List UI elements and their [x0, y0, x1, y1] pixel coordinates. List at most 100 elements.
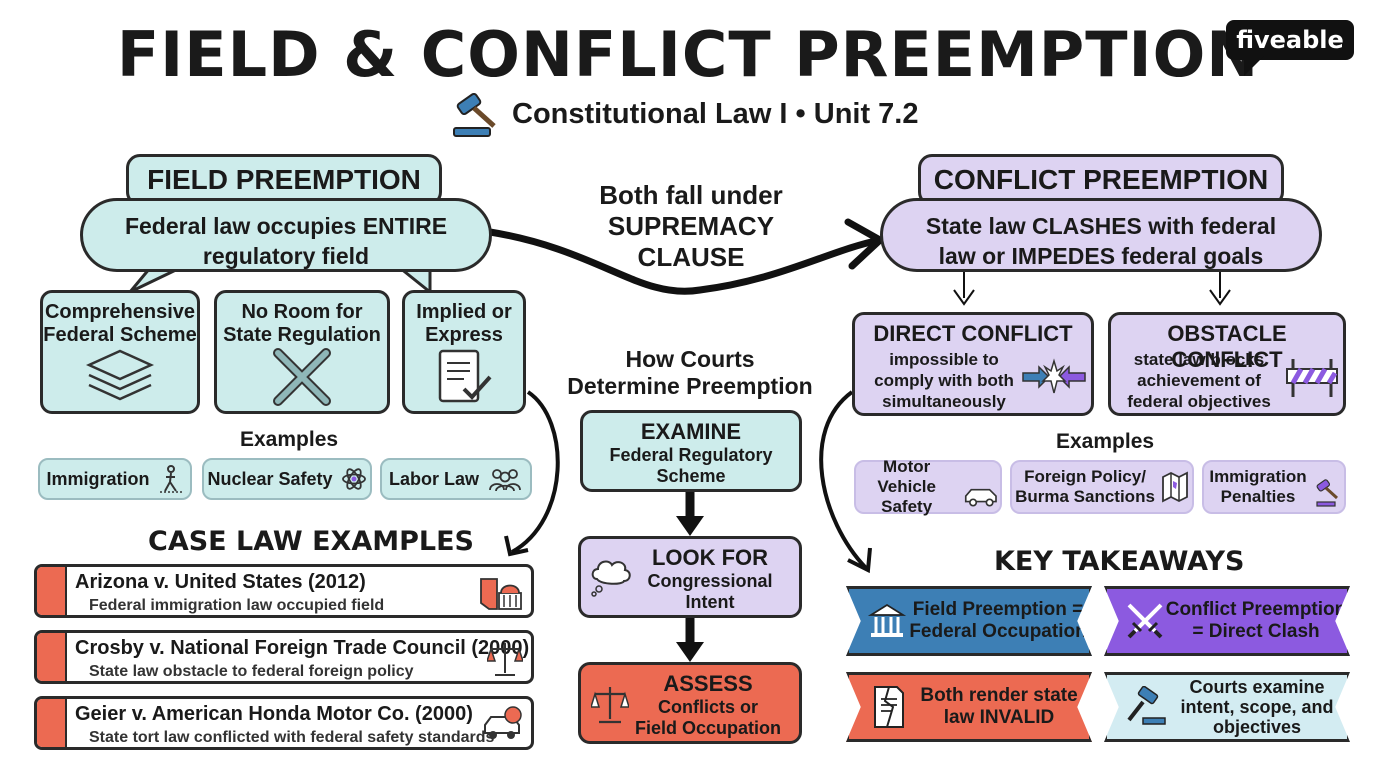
- takeaway-line: Conflict Preemption: [1165, 599, 1347, 620]
- example-chip-label: Penalties: [1220, 487, 1296, 506]
- takeaway-courts-examine: Courts examine intent, scope, and object…: [1104, 672, 1350, 742]
- field-box-label: Implied or: [416, 301, 512, 323]
- takeaway-line: intent, scope, and: [1180, 697, 1334, 717]
- example-chip-label: Immigration: [46, 468, 150, 489]
- example-chip-immigration: Immigration: [38, 458, 192, 500]
- takeaway-invalid: Both render state law INVALID: [846, 672, 1092, 742]
- direct-conflict-line: simultaneously: [882, 392, 1006, 411]
- page-subtitle: Constitutional Law I • Unit 7.2: [512, 98, 919, 130]
- courts-heading-line: How Courts: [625, 346, 755, 372]
- step-head: ASSESS: [663, 671, 753, 696]
- field-box-label: No Room for: [241, 301, 363, 323]
- invalid-document-icon: [874, 686, 904, 728]
- document-check-icon: [438, 349, 492, 403]
- people-group-icon: [489, 469, 521, 492]
- case-card-arizona: Arizona v. United States (2012) Federal …: [34, 564, 534, 618]
- thought-cloud-icon: [591, 560, 631, 597]
- example-chip-label: Safety: [881, 497, 933, 516]
- step-examine: EXAMINE Federal Regulatory Scheme: [580, 410, 802, 492]
- clash-arrows-icon: [1022, 358, 1086, 394]
- example-chip-label: Motor Vehicle: [877, 457, 936, 496]
- swords-icon: [1127, 603, 1163, 639]
- case-title: Arizona v. United States (2012): [75, 571, 366, 593]
- example-chip-label: Burma Sanctions: [1015, 487, 1155, 506]
- supremacy-line: Both fall under: [599, 180, 783, 210]
- obstacle-conflict-box: OBSTACLE CONFLICT state law blocks achie…: [1108, 312, 1346, 416]
- example-chip-labor-law: Labor Law: [380, 458, 532, 500]
- field-box-label: Comprehensive: [44, 301, 196, 323]
- example-chip-label: Immigration: [1209, 467, 1307, 486]
- car-icon: [484, 706, 522, 739]
- key-takeaways-header: KEY TAKEAWAYS: [994, 546, 1245, 577]
- field-examples-label: Examples: [240, 428, 339, 451]
- example-chip-nuclear-safety: Nuclear Safety: [202, 458, 372, 500]
- example-chip-motor-vehicle: Motor Vehicle Safety: [854, 457, 1002, 516]
- takeaway-line: objectives: [1212, 717, 1302, 737]
- gavel-icon: [1127, 686, 1166, 725]
- case-description: Federal immigration law occupied field: [89, 597, 385, 614]
- brand-logo-tail: [1244, 56, 1264, 76]
- step-line: Intent: [685, 592, 735, 612]
- case-card-geier: Geier v. American Honda Motor Co. (2000)…: [34, 696, 534, 750]
- field-definition-cloud: Federal law occupies ENTIRE regulatory f…: [80, 198, 492, 272]
- direct-conflict-line: impossible to: [889, 350, 999, 369]
- case-accent-bar: [37, 633, 67, 681]
- gavel-icon: [453, 92, 496, 137]
- takeaway-line: Federal Occupation: [909, 621, 1087, 642]
- conflict-definition-line1: State law CLASHES with federal: [925, 213, 1277, 239]
- case-description: State law obstacle to federal foreign po…: [89, 663, 414, 680]
- step-line: Scheme: [656, 466, 726, 486]
- step-head: LOOK FOR: [651, 545, 769, 570]
- conflict-definition-cloud: State law CLASHES with federal law or IM…: [880, 198, 1322, 272]
- case-card-crosby: Crosby v. National Foreign Trade Council…: [34, 630, 534, 684]
- case-description: State tort law conflicted with federal s…: [89, 729, 495, 746]
- barrier-icon: [1286, 359, 1338, 397]
- example-chip-foreign-policy: Foreign Policy/ Burma Sanctions: [1010, 460, 1194, 514]
- takeaway-line: = Direct Clash: [1192, 621, 1320, 642]
- car-icon: [965, 488, 998, 507]
- map-icon: [1162, 471, 1188, 503]
- step-line: Congressional: [647, 571, 773, 591]
- example-chip-label: Nuclear Safety: [207, 468, 333, 489]
- gavel-icon: [1316, 479, 1338, 507]
- atom-icon: [341, 468, 366, 490]
- supremacy-line: SUPREMACY: [607, 211, 775, 241]
- direct-conflict-line: comply with both: [874, 371, 1014, 390]
- x-mark-icon: [273, 348, 331, 406]
- field-box-implied-express: Implied or Express: [402, 290, 526, 414]
- conflict-definition-line2: law or IMPEDES federal goals: [938, 243, 1264, 269]
- field-box-label: Express: [425, 324, 503, 346]
- supremacy-line: CLAUSE: [637, 242, 745, 272]
- takeaway-field-occupation: Field Preemption = Federal Occupation: [846, 586, 1092, 656]
- obstacle-conflict-head: OBSTACLE CONFLICT: [1167, 321, 1287, 372]
- step-assess: ASSESS Conflicts or Field Occupation: [578, 662, 802, 744]
- field-box-comprehensive: Comprehensive Federal Scheme: [40, 290, 200, 414]
- field-definition-line1: Federal law occupies ENTIRE: [124, 213, 448, 239]
- page-title: FIELD & CONFLICT PREEMPTION: [116, 18, 1260, 91]
- arizona-capitol-icon: [480, 578, 522, 610]
- step-line: Field Occupation: [634, 718, 781, 738]
- obstacle-conflict-line: achievement of: [1137, 371, 1261, 390]
- layers-icon: [85, 349, 155, 401]
- case-title: Crosby v. National Foreign Trade Council…: [75, 637, 530, 659]
- takeaway-line: Field Preemption =: [912, 599, 1084, 620]
- takeaway-direct-clash: Conflict Preemption = Direct Clash: [1104, 586, 1350, 656]
- field-box-label: State Regulation: [223, 324, 381, 346]
- case-law-header: CASE LAW EXAMPLES: [148, 526, 474, 557]
- step-line: Federal Regulatory: [609, 445, 773, 465]
- step-head: EXAMINE: [640, 419, 742, 444]
- scales-icon: [591, 687, 629, 724]
- courthouse-icon: [867, 603, 907, 637]
- case-accent-bar: [37, 699, 67, 747]
- field-box-no-room: No Room for State Regulation: [214, 290, 390, 414]
- field-definition-line2: regulatory field: [202, 243, 370, 269]
- case-title: Geier v. American Honda Motor Co. (2000): [75, 703, 473, 725]
- step-look-for: LOOK FOR Congressional Intent: [578, 536, 802, 618]
- brand-logo[interactable]: fiveable: [1226, 20, 1354, 60]
- walking-person-icon: [159, 465, 182, 493]
- field-box-label: Federal Scheme: [43, 324, 197, 346]
- scales-icon: [487, 643, 523, 676]
- example-chip-immigration-penalties: Immigration Penalties: [1202, 460, 1346, 514]
- takeaway-line: Both render state: [920, 685, 1078, 706]
